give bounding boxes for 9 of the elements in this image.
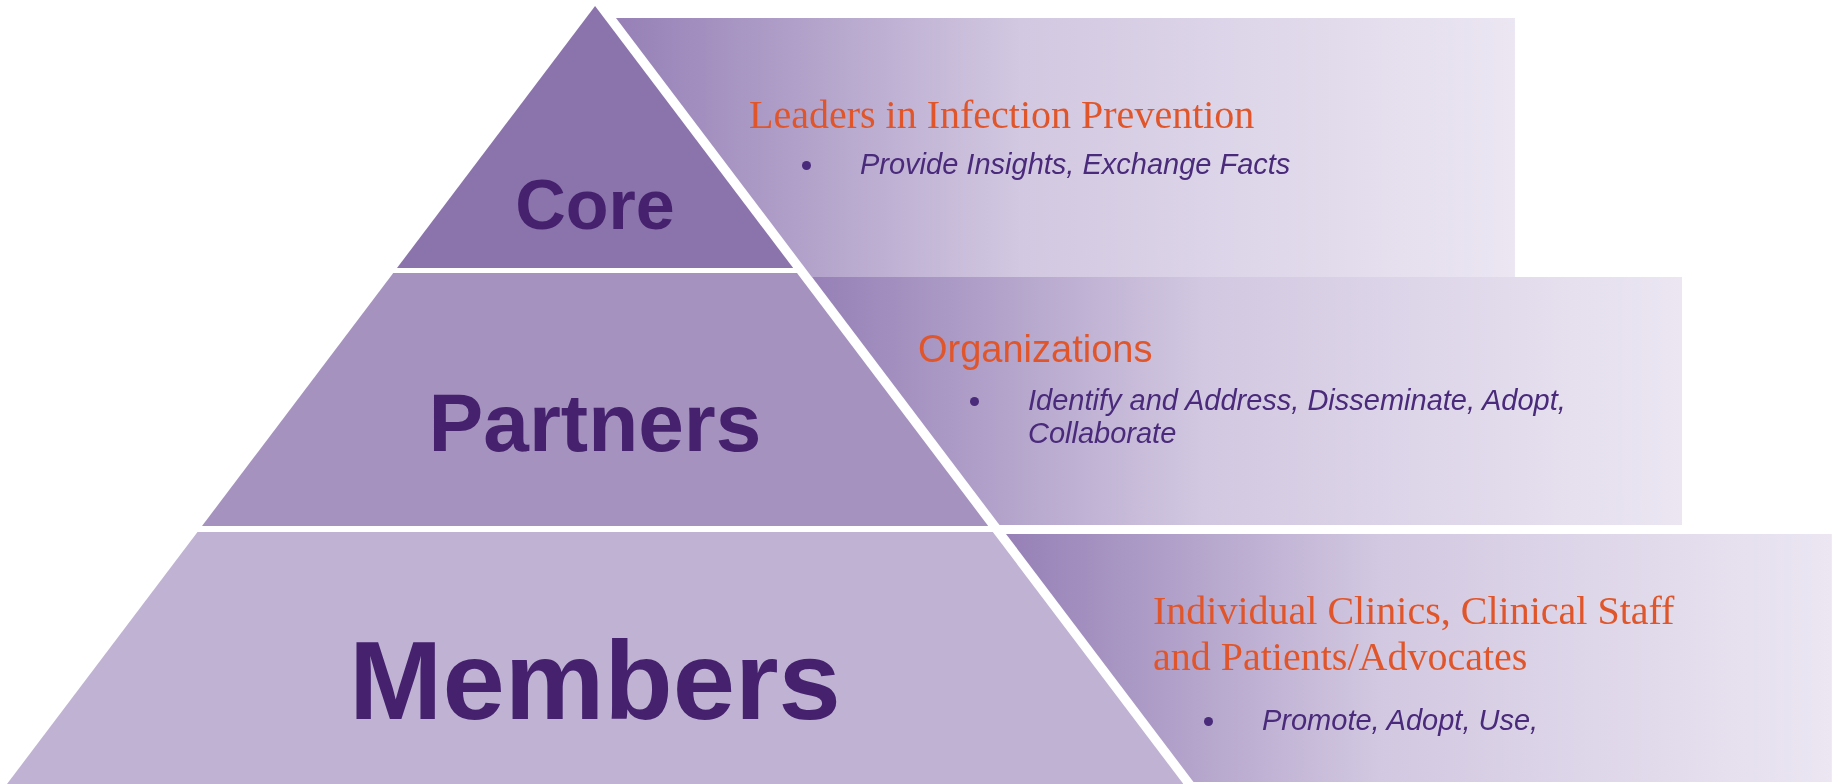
bullet-text: Identify and Address, Disseminate, Adopt, Collaborate bbox=[1028, 384, 1567, 451]
group-heading: Individual Clinics, Clinical Staff and Patients/Advocates bbox=[1153, 588, 1676, 680]
group-heading: Organizations bbox=[918, 328, 1154, 372]
group-heading: Leaders in Infection Prevention bbox=[749, 92, 1256, 138]
bullet-text: Promote, Adopt, Use, bbox=[1262, 704, 1540, 738]
tier-label: Partners bbox=[428, 375, 762, 470]
tier-label: Members bbox=[349, 616, 841, 745]
tier-label: Core bbox=[515, 164, 675, 246]
bullet-text: Provide Insights, Exchange Facts bbox=[860, 148, 1292, 182]
